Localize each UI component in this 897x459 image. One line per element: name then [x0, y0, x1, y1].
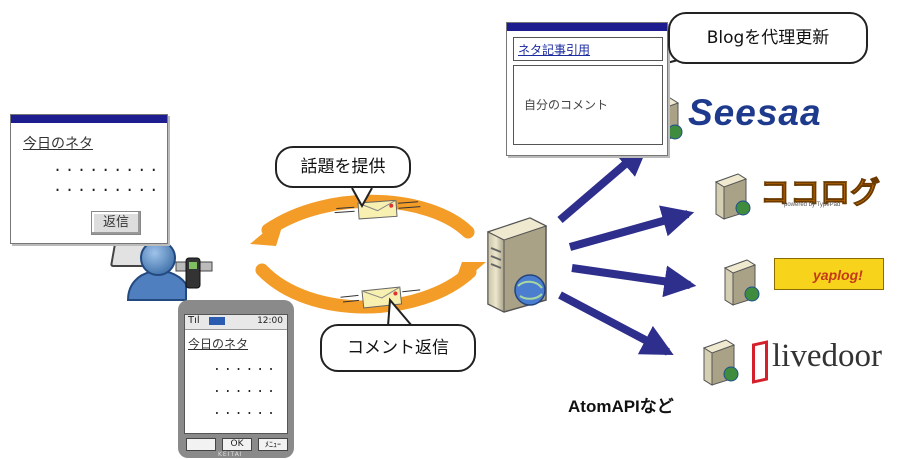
blog-quote-link[interactable]: ネタ記事引用 [518, 43, 591, 57]
battery-icon [209, 317, 225, 325]
phone-status-bar: Tıl 12:00 [185, 315, 287, 330]
blue-arrows [557, 143, 697, 356]
cocolog-logo-subtext: powered by TypePad [784, 202, 841, 208]
central-server-icon [486, 217, 548, 313]
email-title: 今日のネタ [23, 136, 93, 152]
phone-dots-1: ...... [213, 359, 278, 374]
yaplog-logo-text: yaplog! [813, 267, 863, 283]
envelope-top-icon [334, 199, 421, 220]
email-window-titlebar [11, 115, 167, 123]
phone-screen: Tıl 12:00 今日のネタ ...... ...... ...... [184, 314, 288, 434]
soft-key-menu[interactable]: ﾒﾆｭｰ [258, 438, 288, 451]
email-dots-2: ......... [53, 177, 162, 195]
phone-dots-2: ...... [213, 381, 278, 396]
livedoor-logo-text: livedoor [772, 338, 882, 374]
callout-topic-tail [351, 187, 373, 209]
callout-comment-tail [387, 297, 413, 327]
blog-comment-box: 自分のコメント [513, 65, 663, 145]
cocolog-logo: ココログ powered by TypePad [760, 168, 881, 211]
blog-window: ネタ記事引用 自分のコメント [506, 22, 668, 156]
seesaa-logo: Seesaa [688, 92, 822, 133]
phone-dots-3: ...... [213, 403, 278, 418]
callout-topic: 話題を提供 [275, 146, 411, 188]
email-dots-1: ......... [53, 157, 162, 175]
signal-icon: Tıl [188, 315, 200, 326]
server-livedoor-icon [702, 339, 739, 386]
phone-clock: 12:00 [257, 316, 283, 326]
livedoor-logo: livedoor [748, 336, 894, 384]
blog-comment: 自分のコメント [524, 98, 609, 112]
email-window: 今日のネタ ......... ......... 返信 [10, 114, 168, 244]
mobile-phone: Tıl 12:00 今日のネタ ...... ...... ...... OK … [178, 300, 294, 458]
blog-window-titlebar [507, 23, 667, 31]
user-avatar-icon [110, 235, 213, 301]
callout-blog-update: Blogを代理更新 [668, 12, 868, 64]
soft-key-ok[interactable]: OK [222, 438, 252, 451]
reply-button[interactable]: 返信 [91, 211, 141, 235]
server-yaplog-icon [723, 259, 760, 306]
callout-comment-reply: コメント返信 [320, 324, 476, 372]
phone-title: 今日のネタ [188, 337, 249, 351]
livedoor-mark [752, 340, 768, 384]
caption-atomapi: AtomAPIなど [568, 397, 674, 416]
blog-link-box: ネタ記事引用 [513, 37, 663, 61]
server-cocolog-icon [714, 173, 751, 220]
phone-brand: KEITAI [218, 451, 243, 458]
cocolog-logo-text: ココログ [760, 177, 881, 211]
soft-key-left[interactable] [186, 438, 216, 451]
yaplog-logo: yaplog! [774, 258, 884, 290]
